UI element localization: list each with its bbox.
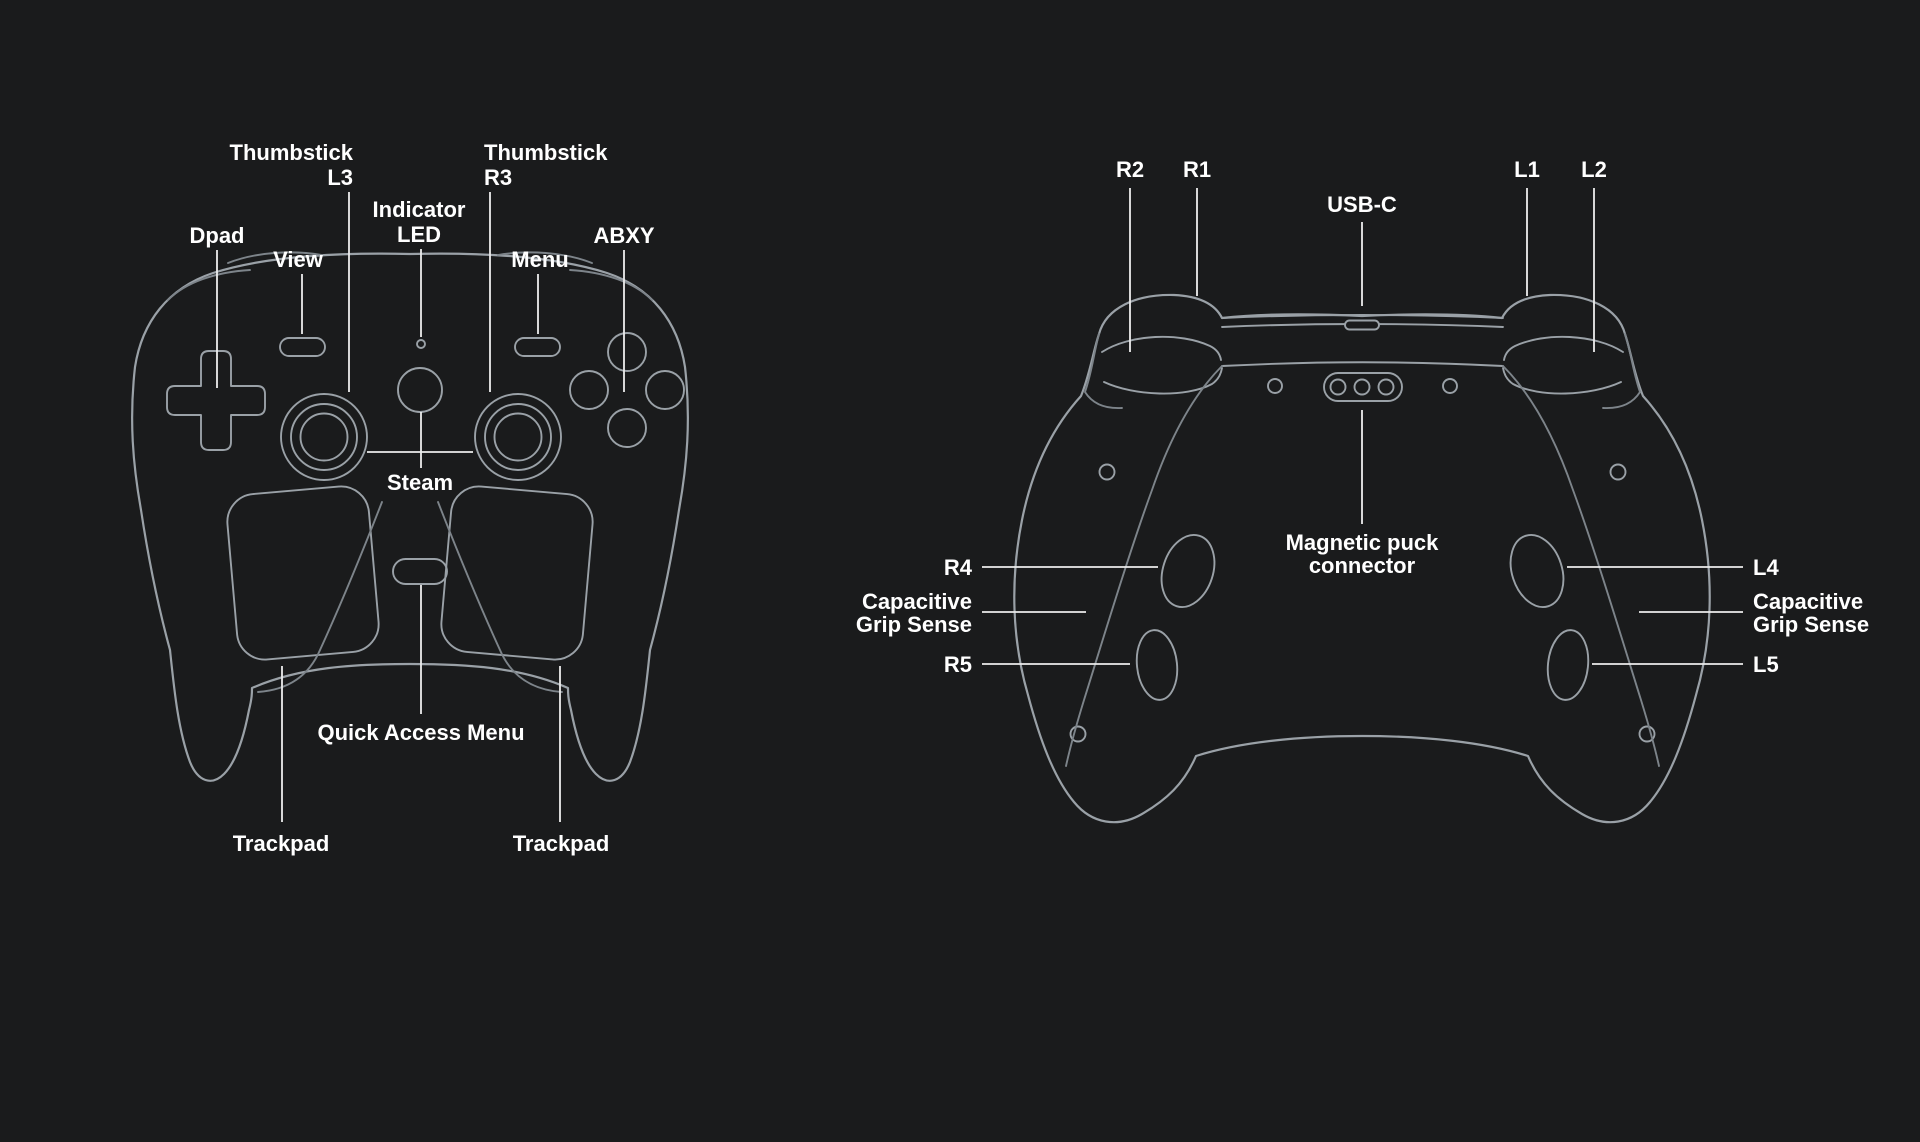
indicator-led [416,339,426,349]
left-trackpad-label: Trackpad [233,831,330,856]
screw [1267,378,1283,394]
front-controller-outline [131,252,689,782]
steam-label: Steam [387,470,453,495]
magnetic-puck-label-line1: Magnetic puck [1286,530,1440,555]
dpad-label: Dpad [190,223,245,248]
l5-paddle [1546,629,1590,701]
thumbstick-l3-label-line1: Thumbstick [230,140,354,165]
front-right-grip-line [437,501,563,693]
front-view-diagram: Thumbstick L3 Thumbstick R3 Indicator LE… [131,140,689,856]
right-bumper-trigger [1084,333,1223,410]
grip-sense-right-label-line1: Capacitive [1753,589,1863,614]
front-left-grip-line [257,501,383,693]
quick-access-menu-label: Quick Access Menu [317,720,524,745]
front-right-shoulder-seam [569,269,653,301]
grip-sense-left-label-line2: Grip Sense [856,612,972,637]
back-view-diagram: R2 R1 USB-C L1 L2 Magnetic puck connecto… [856,157,1869,824]
backplate-top-edge [1221,361,1504,367]
r1-label: R1 [1183,157,1211,182]
right-trackpad-label: Trackpad [513,831,610,856]
front-left-shoulder-seam [167,269,251,301]
back-top-edge-line [1221,314,1504,319]
thumbstick-r3-label-line2: R3 [484,165,512,190]
l5-label: L5 [1753,652,1779,677]
r4-label: R4 [944,555,973,580]
screw [1069,725,1087,743]
abxy-label: ABXY [593,223,654,248]
back-right-grip-line [1502,365,1660,767]
front-left-bumper-line [227,251,323,264]
view-label: View [273,247,324,272]
r5-label: R5 [944,652,972,677]
view-button [279,337,326,357]
l2-label: L2 [1581,157,1607,182]
left-trackpad [226,485,380,661]
screw [1609,463,1627,481]
usb-c-port [1344,319,1380,331]
right-thumbstick [474,393,562,481]
l1-label: L1 [1514,157,1540,182]
abxy-bottom-button [607,408,647,448]
quick-access-menu-button [392,558,448,585]
grip-sense-left-label-line1: Capacitive [862,589,972,614]
abxy-buttons [569,332,685,448]
steam-button [397,367,443,413]
dpad [166,350,266,451]
abxy-top-button [607,332,647,372]
screw [1442,378,1458,394]
usb-c-label: USB-C [1327,192,1397,217]
l4-label: L4 [1753,555,1779,580]
abxy-left-button [569,370,609,410]
l4-paddle [1509,534,1565,608]
menu-label: Menu [511,247,568,272]
abxy-right-button [645,370,685,410]
indicator-led-label-line2: LED [397,222,441,247]
r2-label: R2 [1116,157,1144,182]
screw [1098,463,1116,481]
r5-paddle [1135,629,1179,701]
screw [1638,725,1656,743]
grip-sense-right-label-line2: Grip Sense [1753,612,1869,637]
magnetic-puck-connector [1323,372,1403,402]
left-thumbstick [280,393,368,481]
thumbstick-r3-label-line1: Thumbstick [484,140,608,165]
r4-paddle [1160,534,1216,608]
left-bumper-trigger [1502,333,1641,410]
back-left-grip-line [1065,365,1223,767]
front-right-bumper-line [497,251,593,264]
menu-button [514,337,561,357]
thumbstick-l3-label-line2: L3 [327,165,353,190]
indicator-led-label-line1: Indicator [373,197,466,222]
right-trackpad [440,485,594,661]
magnetic-puck-label-line2: connector [1309,553,1416,578]
